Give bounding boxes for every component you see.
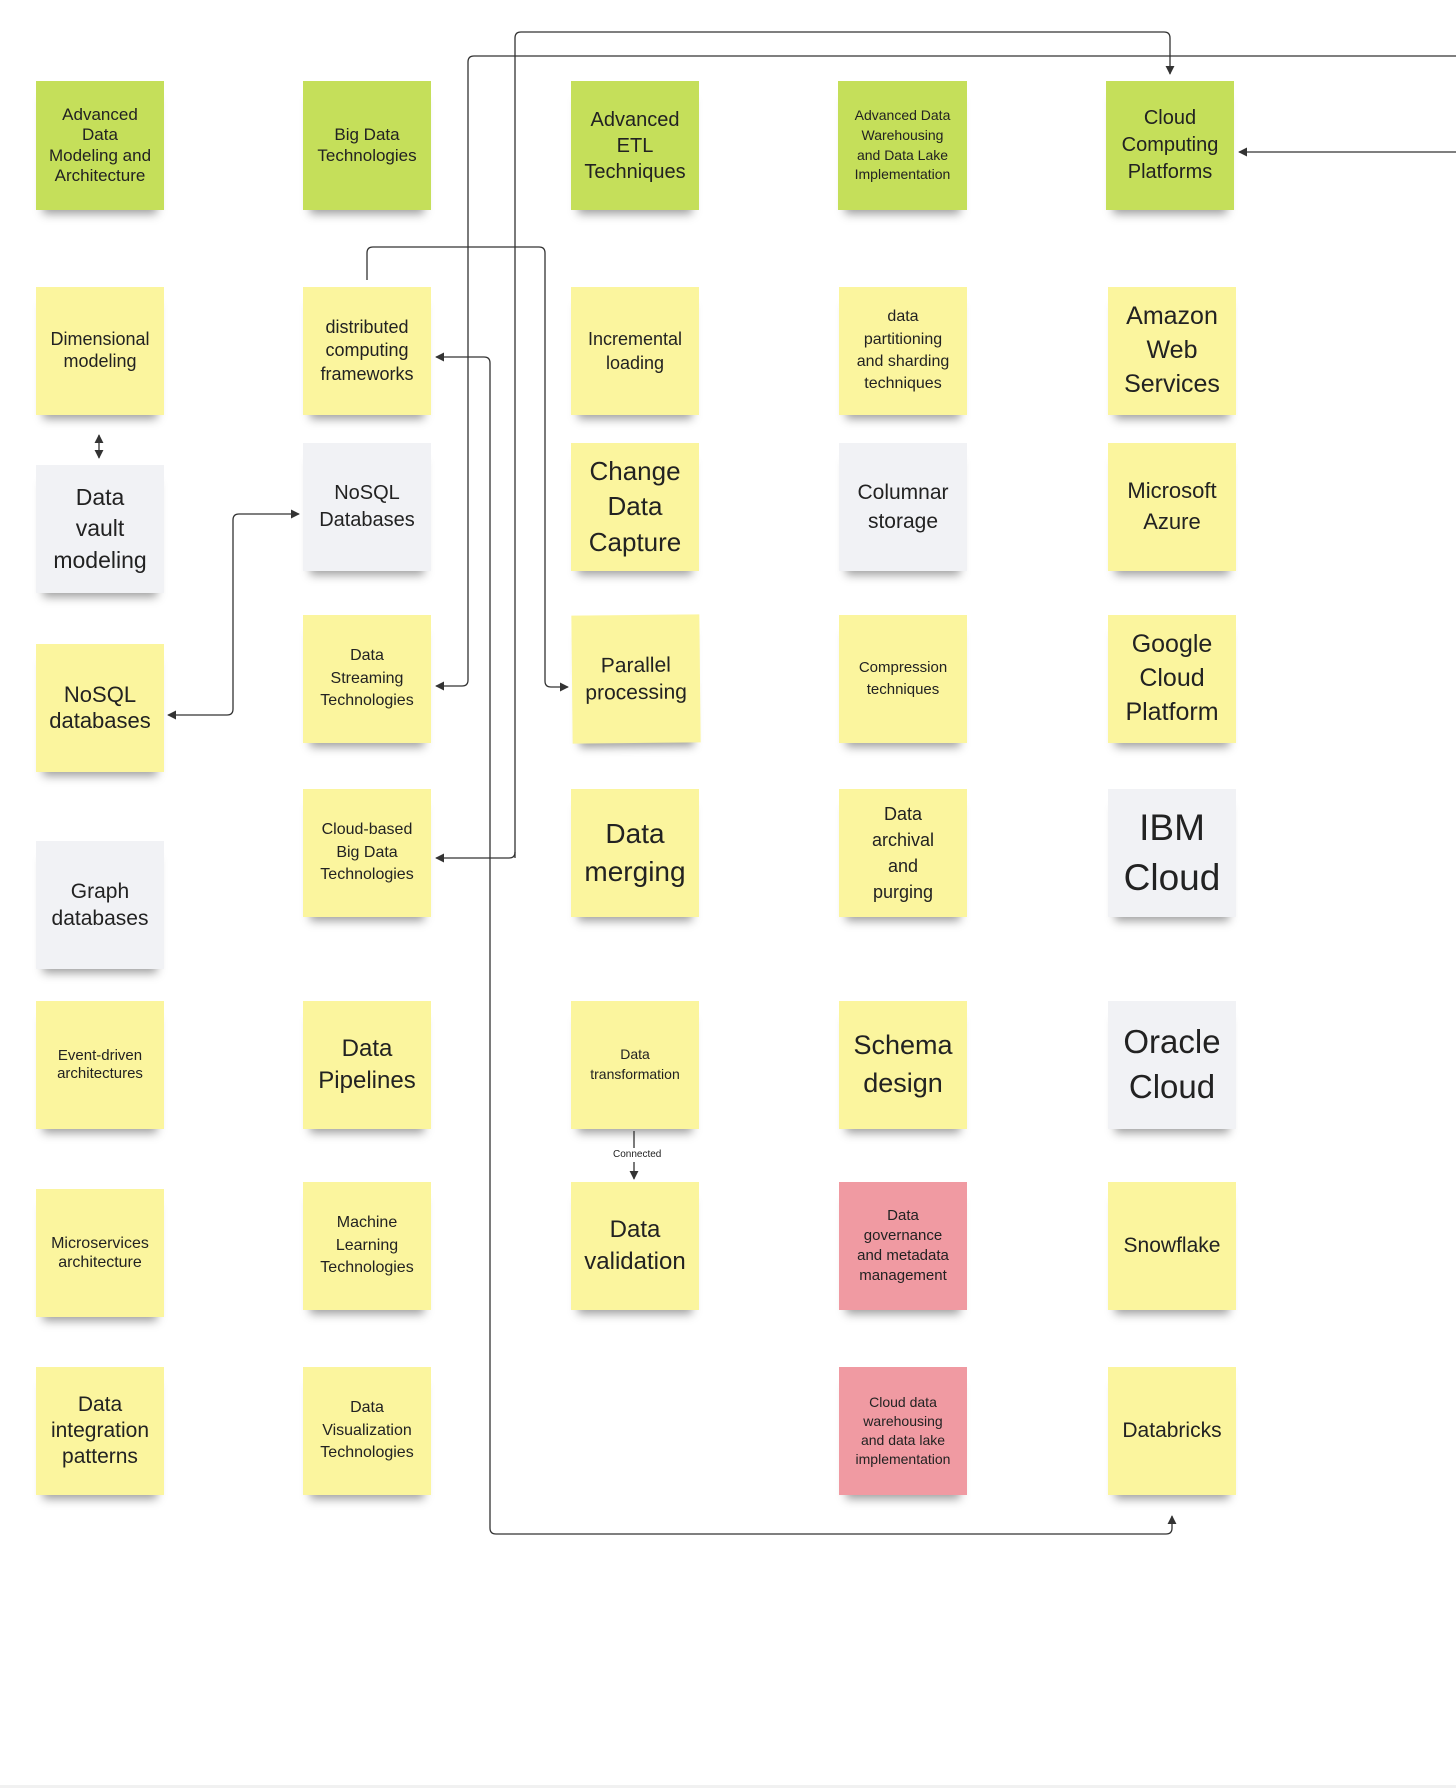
note-columnar-storage[interactable]: Columnar storage bbox=[839, 443, 967, 571]
note-distributed-computing-frameworks[interactable]: distributed computing frameworks bbox=[303, 287, 431, 415]
note-data-merging[interactable]: Data merging bbox=[571, 789, 699, 917]
note-data-validation[interactable]: Data validation bbox=[571, 1182, 699, 1310]
connector-distributed-to-databricks[interactable] bbox=[435, 352, 1177, 1535]
connector-cloud-based-big-data[interactable] bbox=[435, 851, 516, 863]
note-data-streaming-technologies[interactable]: Data Streaming Technologies bbox=[303, 615, 431, 743]
note-oracle-cloud[interactable]: Oracle Cloud bbox=[1108, 1001, 1236, 1129]
note-data-visualization-technologies[interactable]: Data Visualization Technologies bbox=[303, 1367, 431, 1495]
note-snowflake[interactable]: Snowflake bbox=[1108, 1182, 1236, 1310]
note-schema-design[interactable]: Schema design bbox=[839, 1001, 967, 1129]
header-data-modeling-architecture[interactable]: Advanced Data Modeling and Architecture bbox=[36, 81, 164, 210]
header-big-data-technologies[interactable]: Big Data Technologies bbox=[303, 81, 431, 210]
connector-label-connected: Connected bbox=[611, 1149, 664, 1161]
header-advanced-etl-techniques[interactable]: Advanced ETL Techniques bbox=[571, 81, 699, 210]
note-graph-databases[interactable]: Graph databases bbox=[36, 841, 164, 969]
note-machine-learning-technologies[interactable]: Machine Learning Technologies bbox=[303, 1182, 431, 1310]
note-amazon-web-services[interactable]: Amazon Web Services bbox=[1108, 287, 1236, 415]
note-data-integration-patterns[interactable]: Data integration patterns bbox=[36, 1367, 164, 1495]
note-dimensional-modeling[interactable]: Dimensional modeling bbox=[36, 287, 164, 415]
note-data-governance-metadata[interactable]: Data governance and metadata management bbox=[839, 1182, 967, 1310]
note-data-archival-purging[interactable]: Data archival and purging bbox=[839, 789, 967, 917]
note-incremental-loading[interactable]: Incremental loading bbox=[571, 287, 699, 415]
note-data-transformation[interactable]: Data transformation bbox=[571, 1001, 699, 1129]
note-compression-techniques[interactable]: Compression techniques bbox=[839, 615, 967, 743]
note-change-data-capture[interactable]: Change Data Capture bbox=[571, 443, 699, 571]
note-google-cloud-platform[interactable]: Google Cloud Platform bbox=[1108, 615, 1236, 743]
note-cloud-data-warehousing-lake[interactable]: Cloud data warehousing and data lake imp… bbox=[839, 1367, 967, 1495]
note-data-vault-modeling[interactable]: Data vault modeling bbox=[36, 465, 164, 593]
note-parallel-processing[interactable]: Parallel processing bbox=[571, 614, 701, 744]
note-nosql-databases-bigdata[interactable]: NoSQL Databases bbox=[303, 443, 431, 571]
note-event-driven-architectures[interactable]: Event-driven architectures bbox=[36, 1001, 164, 1129]
note-cloud-based-big-data[interactable]: Cloud-based Big Data Technologies bbox=[303, 789, 431, 917]
note-microsoft-azure[interactable]: Microsoft Azure bbox=[1108, 443, 1236, 571]
note-databricks[interactable]: Databricks bbox=[1108, 1367, 1236, 1495]
note-nosql-databases[interactable]: NoSQL databases bbox=[36, 644, 164, 772]
note-data-partitioning-sharding[interactable]: data partitioning and sharding technique… bbox=[839, 287, 967, 415]
header-cloud-computing-platforms[interactable]: Cloud Computing Platforms bbox=[1106, 81, 1234, 210]
connector-nosql-to-nosql[interactable] bbox=[167, 509, 300, 720]
note-data-pipelines[interactable]: Data Pipelines bbox=[303, 1001, 431, 1129]
note-ibm-cloud[interactable]: IBM Cloud bbox=[1108, 789, 1236, 917]
note-microservices-architecture[interactable]: Microservices architecture bbox=[36, 1189, 164, 1317]
canvas-bottom-edge bbox=[0, 1785, 1456, 1788]
header-data-warehousing-data-lake[interactable]: Advanced Data Warehousing and Data Lake … bbox=[838, 81, 967, 210]
